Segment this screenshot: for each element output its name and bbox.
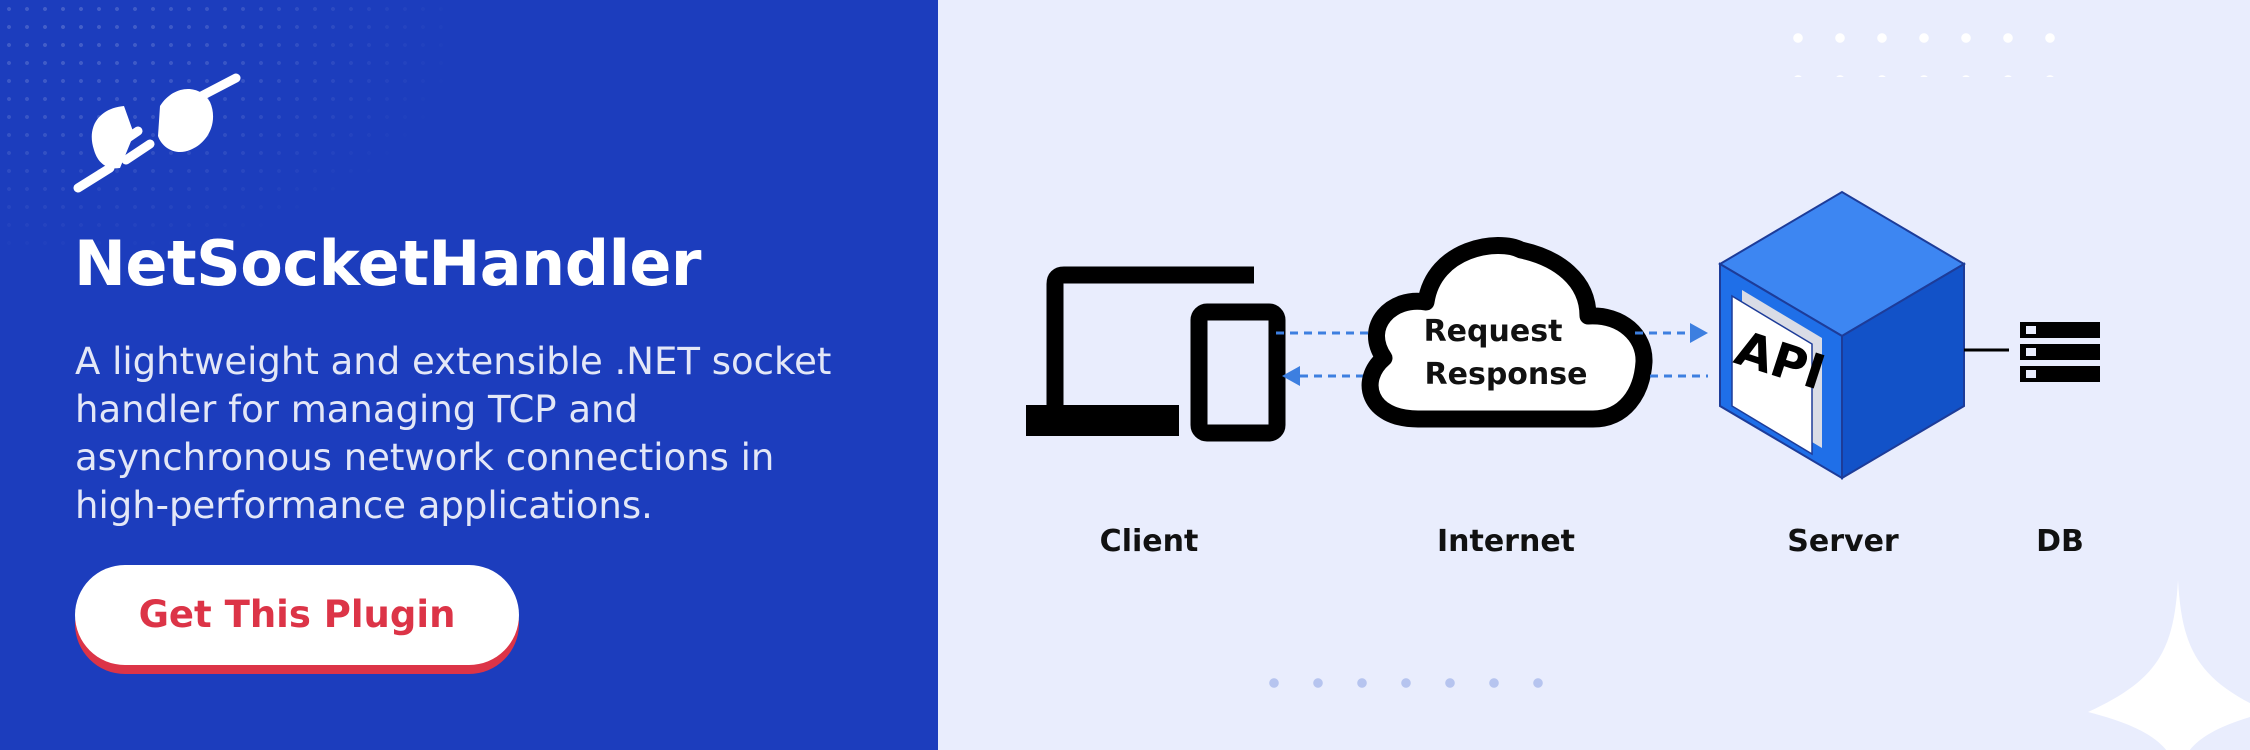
request-arrow: [1635, 323, 1708, 343]
sparkle-icon: [2088, 580, 2250, 750]
client-label: Client: [1099, 524, 1199, 559]
network-diagram: API: [1026, 190, 2100, 480]
cloud-icon: [1361, 236, 1653, 428]
server-label: Server: [1787, 524, 1899, 559]
get-plugin-button[interactable]: Get This Plugin: [75, 565, 519, 665]
db-label: DB: [2036, 524, 2084, 559]
hero-panel: NetSocketHandler A lightweight and exten…: [0, 0, 938, 750]
decorative-dot-grid: [1252, 661, 1552, 721]
response-arrow: [1282, 366, 1368, 386]
product-description: A lightweight and extensible .NET socket…: [75, 340, 832, 527]
laptop-icon: [1026, 266, 1254, 436]
database-icon: [2020, 322, 2100, 382]
plug-icon: [73, 73, 241, 193]
phone-icon: [1190, 303, 1286, 442]
internet-label: Internet: [1436, 524, 1576, 559]
server-cube-icon: [1718, 190, 1966, 480]
decorative-dot-grid: [1777, 17, 2077, 77]
response-label: Response: [1424, 357, 1588, 392]
request-label: Request: [1423, 314, 1563, 349]
product-title: NetSocketHandler: [74, 227, 701, 300]
diagram-panel: API Request Response Client Internet Ser…: [938, 0, 2250, 750]
